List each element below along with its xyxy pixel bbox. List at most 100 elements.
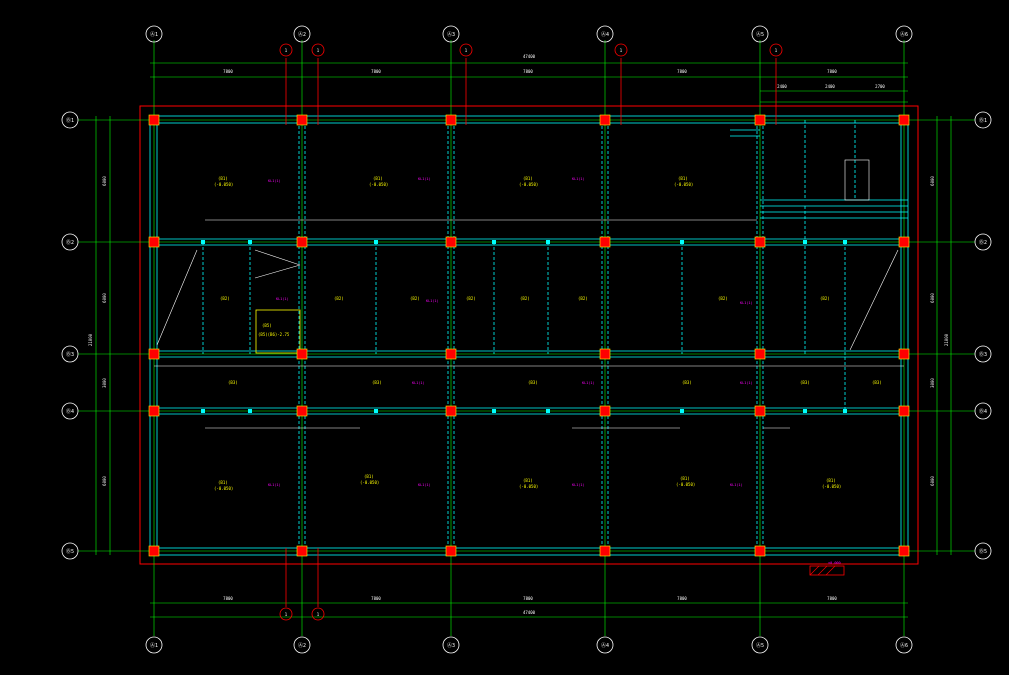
column-line-beams: [202, 116, 856, 555]
column: [754, 236, 766, 248]
column: [898, 348, 910, 360]
axis-bubble-label: Ⓐ4: [601, 31, 609, 38]
axis-bubble-label: Ⓑ5: [979, 548, 987, 555]
left-seg-dim-2: 6000: [102, 293, 107, 303]
column: [296, 405, 308, 417]
svg-text:KL1(1): KL1(1): [418, 177, 431, 181]
column: [148, 114, 160, 126]
axis-bubble: [974, 542, 992, 560]
bottom-bay-dim-5: 7800: [827, 596, 837, 601]
column: [148, 545, 160, 557]
column: [898, 405, 910, 417]
column: [599, 348, 611, 360]
axis-bubble-label: Ⓐ4: [601, 642, 609, 649]
column: [296, 114, 308, 126]
stair-diagonals: [156, 249, 899, 351]
column: [599, 545, 611, 557]
column: [898, 114, 910, 126]
left-seg-dim-4: 6000: [102, 476, 107, 486]
axis-bubble-label: Ⓐ6: [900, 31, 908, 38]
corridor-labels: (B3) (B3) (B3) (B3) (B3) (B3): [228, 380, 882, 385]
svg-text:1: 1: [285, 612, 288, 617]
bottom-bay-dim-4: 7800: [677, 596, 687, 601]
top-bay-dim-1: 7800: [223, 69, 233, 74]
stair-sub-label: (B5)(B6)-2.75: [258, 332, 290, 337]
wall-column: [680, 409, 684, 413]
room-label-elev: (-0.050): [214, 486, 233, 491]
wall-column: [492, 240, 496, 244]
axis-bubble-label: Ⓐ5: [756, 642, 764, 649]
axis-bubble: [974, 233, 992, 251]
columns: [148, 114, 910, 557]
axis-bubble-label: Ⓑ2: [979, 239, 987, 246]
mid-label: (B2): [578, 296, 588, 301]
svg-text:KL1(1): KL1(1): [740, 301, 753, 305]
column: [898, 545, 910, 557]
axis-bubble: [145, 636, 163, 654]
room-label-code: (B1): [364, 474, 374, 479]
room-label-elev: (-0.050): [519, 182, 538, 187]
axis-bubble: [61, 542, 79, 560]
axis-bubble: [61, 345, 79, 363]
axis-bubble: [974, 111, 992, 129]
axis-bubble: [596, 636, 614, 654]
bottom-bay-dim-3: 7800: [523, 596, 533, 601]
right-overall-dim: 21000: [944, 333, 949, 346]
bottom-bay-dim-2: 7800: [371, 596, 381, 601]
axis-bubble-label: Ⓑ3: [66, 351, 74, 358]
axis-bubble-label: Ⓐ3: [447, 31, 455, 38]
axis-bubble: [442, 636, 460, 654]
room-label-elev: (-0.050): [676, 482, 695, 487]
wall-column: [546, 240, 550, 244]
svg-text:KL1(1): KL1(1): [418, 483, 431, 487]
room-label-code: (B1): [680, 476, 690, 481]
mid-label: (B2): [820, 296, 830, 301]
column: [599, 236, 611, 248]
axis-bubble: [751, 636, 769, 654]
svg-text:±0.000: ±0.000: [828, 561, 841, 565]
axis-bubble: [895, 25, 913, 43]
axis-bubble: [145, 25, 163, 43]
axis-bubble: [974, 402, 992, 420]
wall-column: [201, 409, 205, 413]
axis-bubble: [293, 636, 311, 654]
axis-bubble: [442, 25, 460, 43]
elevator-shaft: [844, 159, 870, 201]
mid-label: (B2): [220, 296, 230, 301]
column: [445, 545, 457, 557]
axis-bubble-label: Ⓑ4: [979, 408, 987, 415]
axis-bubble-label: Ⓐ3: [447, 642, 455, 649]
slab-border: [139, 105, 919, 565]
mid-room-labels: (B2) (B2) (B2) (B2) (B2) (B2) (B2) (B2): [220, 296, 830, 301]
right-seg-dim-1: 6000: [930, 176, 935, 186]
right-dimension-chain: [936, 116, 952, 555]
bottom-bay-dim-1: 7800: [223, 596, 233, 601]
axis-bubble-label: Ⓐ2: [298, 31, 306, 38]
room-label-elev: (-0.050): [519, 484, 538, 489]
axis-bubble: [61, 111, 79, 129]
wall-column: [374, 240, 378, 244]
top-dimension-chain: [150, 62, 908, 103]
right-seg-dim-2: 6000: [930, 293, 935, 303]
svg-text:KL1(1): KL1(1): [572, 177, 585, 181]
horizontal-axis-lines: [78, 119, 975, 552]
wall-column: [843, 240, 847, 244]
axis-bubble-label: Ⓑ5: [66, 548, 74, 555]
wall-column: [843, 409, 847, 413]
column: [445, 348, 457, 360]
room-label-elev: (-0.050): [360, 480, 379, 485]
left-dimension-chain: [95, 116, 111, 555]
room-label-code: (B1): [523, 478, 533, 483]
axis-bubble-label: Ⓑ4: [66, 408, 74, 415]
top-sub-dim-1: 2400: [777, 84, 787, 89]
column: [445, 114, 457, 126]
right-seg-dim-4: 6000: [930, 476, 935, 486]
svg-text:1: 1: [317, 48, 320, 53]
svg-text:KL1(1): KL1(1): [572, 483, 585, 487]
mid-label: (B2): [520, 296, 530, 301]
corridor-label: (B3): [372, 380, 382, 385]
wall-column: [803, 409, 807, 413]
column: [445, 405, 457, 417]
